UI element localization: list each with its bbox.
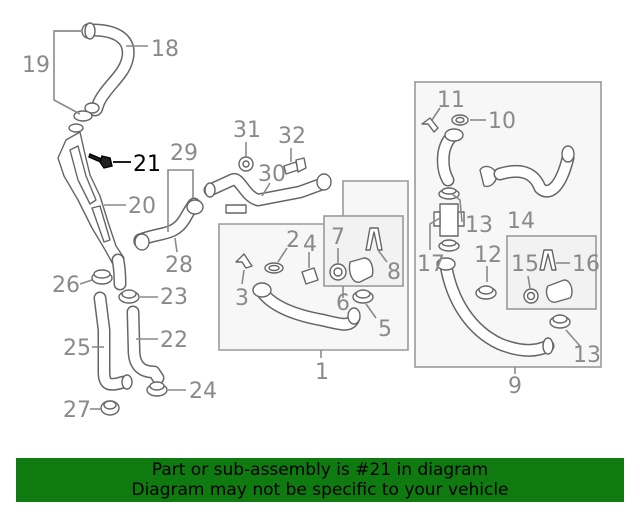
leader-5 xyxy=(365,303,377,319)
label-15: 15 xyxy=(511,252,539,277)
label-29: 29 xyxy=(170,141,198,166)
leader-15 xyxy=(527,275,531,289)
leader-13a xyxy=(451,193,463,223)
leader-13b xyxy=(565,329,581,347)
banner-line-2: Diagram may not be specific to your vehi… xyxy=(131,480,509,500)
label-7: 7 xyxy=(331,225,345,250)
leader-28 xyxy=(174,237,178,253)
label-23: 23 xyxy=(160,285,188,310)
bolt-21 xyxy=(88,153,113,169)
assembly-box-9 xyxy=(414,81,602,368)
banner-line-1: Part or sub-assembly is #21 in diagram xyxy=(151,460,489,480)
oring-15 xyxy=(523,288,539,304)
clamp-27 xyxy=(100,400,120,416)
label-13b: 13 xyxy=(573,343,601,368)
label-19: 19 xyxy=(22,53,50,78)
leader-17 xyxy=(429,217,441,250)
hose-22 xyxy=(126,305,165,385)
hose-9-upper xyxy=(436,128,464,187)
clip-11 xyxy=(421,117,439,133)
clamp-24 xyxy=(146,381,168,397)
clamp-19-lower xyxy=(68,110,93,133)
label-5: 5 xyxy=(378,317,392,342)
clamp-5 xyxy=(352,289,374,304)
label-21: 21 xyxy=(133,152,161,177)
label-20: 20 xyxy=(128,194,156,219)
connector-9 xyxy=(479,145,575,198)
label-10: 10 xyxy=(488,109,516,134)
pipe-bracket-20 xyxy=(57,131,127,291)
label-13a: 13 xyxy=(465,213,493,238)
oring-10 xyxy=(451,114,469,126)
label-31: 31 xyxy=(233,118,261,143)
leader-30 xyxy=(261,182,271,197)
label-14: 14 xyxy=(507,209,535,234)
label-6: 6 xyxy=(336,291,350,316)
label-30: 30 xyxy=(258,162,286,187)
pipe-30 xyxy=(203,173,332,214)
clamp-26 xyxy=(91,269,113,285)
leader-19 xyxy=(53,30,81,115)
label-4: 4 xyxy=(303,232,317,257)
label-11: 11 xyxy=(437,88,465,113)
leader-3 xyxy=(241,269,245,285)
connector-14 xyxy=(545,279,573,303)
clamp-13-mid xyxy=(438,239,460,252)
label-12: 12 xyxy=(474,243,502,268)
clamp-13-lower xyxy=(549,314,571,329)
bracket-4 xyxy=(301,267,319,285)
label-25: 25 xyxy=(63,336,91,361)
leader-29 xyxy=(167,169,194,232)
label-3: 3 xyxy=(235,286,249,311)
label-24: 24 xyxy=(189,379,217,404)
label-27: 27 xyxy=(63,398,91,423)
clip-3 xyxy=(235,253,253,269)
clamp-29-right xyxy=(186,199,204,215)
label-22: 22 xyxy=(160,328,188,353)
label-8: 8 xyxy=(387,260,401,285)
label-9: 9 xyxy=(508,374,522,399)
label-32: 32 xyxy=(278,124,306,149)
label-16: 16 xyxy=(572,252,600,277)
clamp-23 xyxy=(118,289,140,304)
bolt-32 xyxy=(283,157,307,175)
seal-2 xyxy=(264,262,284,274)
label-18: 18 xyxy=(151,37,179,62)
hose-1 xyxy=(252,282,361,331)
hose-9-lower xyxy=(436,257,555,357)
hose-25 xyxy=(93,291,133,391)
clip-8 xyxy=(365,227,383,251)
leader-2 xyxy=(277,247,288,263)
label-17: 17 xyxy=(417,252,445,277)
info-banner: Part or sub-assembly is #21 in diagram D… xyxy=(16,458,624,502)
label-28: 28 xyxy=(165,253,193,278)
leader-26 xyxy=(79,279,93,285)
parts-diagram: 19 18 21 20 29 28 26 23 22 25 24 27 31 3… xyxy=(22,22,602,423)
clip-16 xyxy=(539,249,557,271)
clamp-19-upper xyxy=(84,22,96,40)
washer-31 xyxy=(238,156,254,172)
oring-7 xyxy=(329,263,347,281)
label-1: 1 xyxy=(315,360,329,385)
clamp-12 xyxy=(475,285,497,300)
connector-6 xyxy=(348,257,374,283)
leader-11 xyxy=(431,107,441,121)
leader-8 xyxy=(377,249,388,263)
clamp-29-left xyxy=(134,233,150,251)
label-2: 2 xyxy=(286,228,300,253)
label-26: 26 xyxy=(52,273,80,298)
